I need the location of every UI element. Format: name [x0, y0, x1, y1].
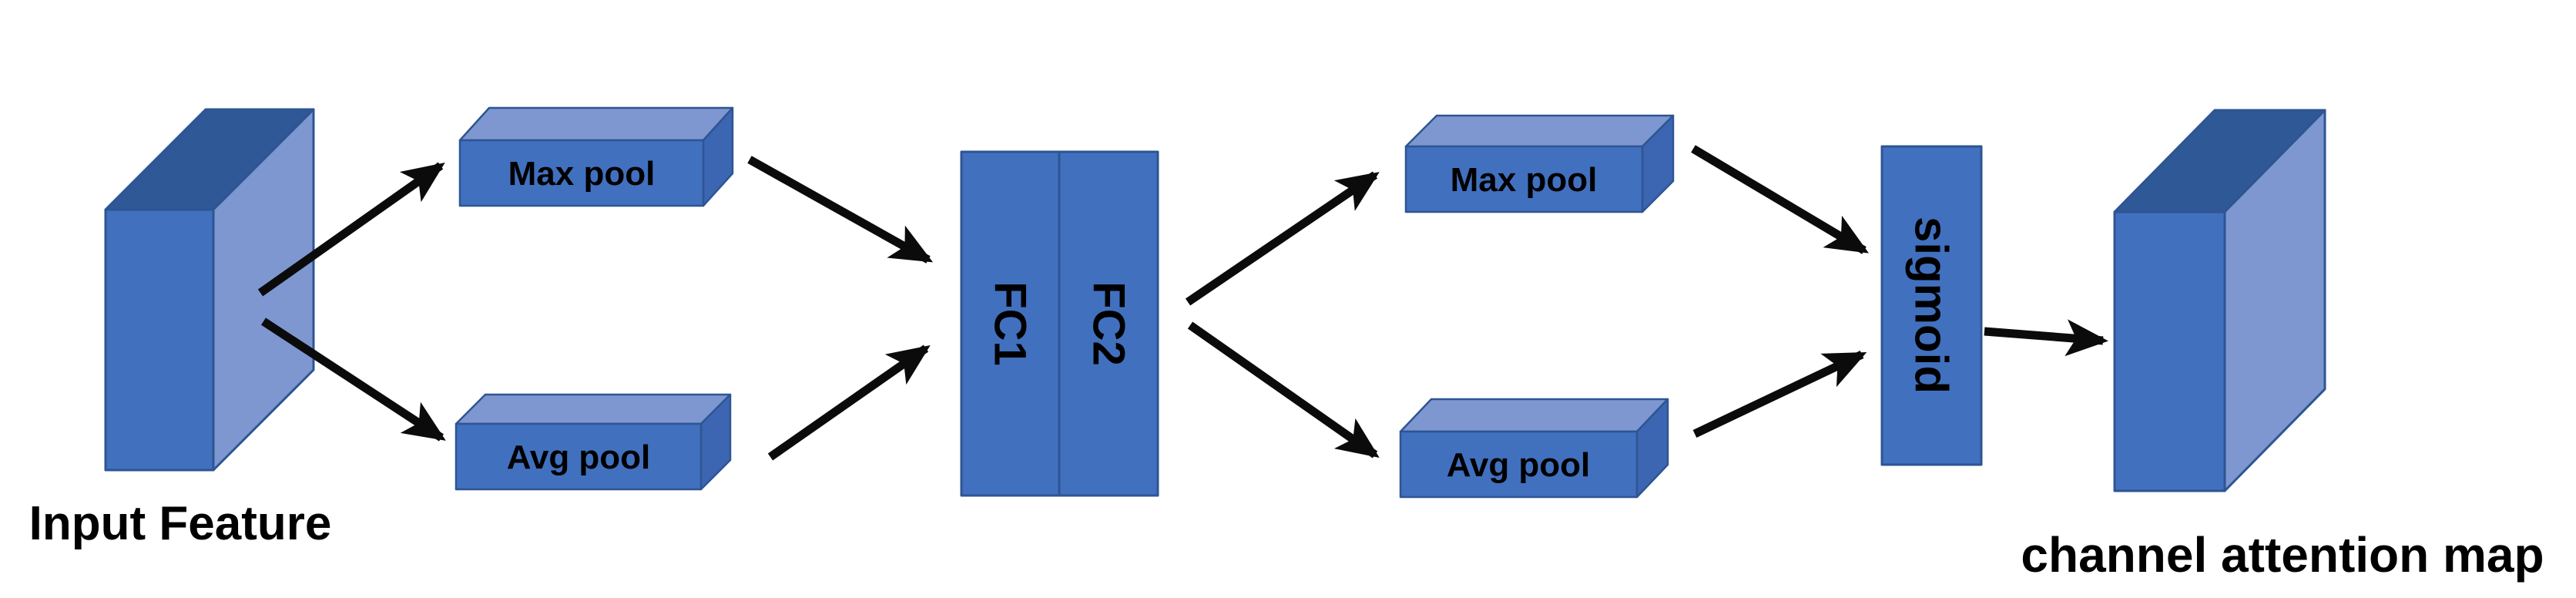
max-pool-right-label: Max pool [1451, 161, 1598, 199]
arrow-avg-pool-right-to-sigmoid [1692, 351, 1867, 438]
max-pool-right-top-face [1404, 114, 1675, 148]
max-pool-right-front-face [1404, 145, 1644, 213]
max-pool-left-label: Max pool [508, 155, 656, 193]
sigmoid-box: sigmoid [1880, 145, 1983, 466]
max-pool-left-front-face [458, 139, 705, 207]
avg-pool-right-box: Avg pool [1399, 398, 1669, 499]
arrows [257, 145, 2108, 461]
arrow-sigmoid-to-output [1984, 319, 2108, 357]
avg-pool-left-front-face [454, 422, 703, 491]
avg-pool-left-top-face [454, 393, 732, 425]
fc-block: FC1 FC2 [960, 150, 1159, 497]
sigmoid-rect [1880, 145, 1983, 466]
input-feature-box-front-face [104, 208, 215, 472]
arrow-fc-to-max-pool-right [1185, 171, 1380, 306]
arrow-avg-pool-left-to-fc [767, 344, 931, 461]
fc1-box [960, 150, 1061, 497]
avg-pool-right-top-face [1399, 398, 1669, 433]
arrow-input-to-max-pool-left [257, 162, 445, 297]
arrow-max-pool-left-to-fc [747, 156, 934, 264]
input-feature-box [104, 108, 315, 472]
sigmoid-label: sigmoid [1906, 217, 1957, 394]
channel-attention-map-label: channel attention map [2021, 527, 2544, 583]
arrow-fc-to-avg-pool-right [1187, 321, 1380, 459]
arrow-max-pool-right-to-sigmoid [1691, 145, 1870, 254]
avg-pool-left-label: Avg pool [507, 438, 651, 476]
input-feature-label: Input Feature [29, 497, 332, 550]
fc2-label: FC2 [1084, 281, 1134, 366]
fc2-box [1058, 150, 1159, 497]
avg-pool-right-front-face [1399, 430, 1639, 499]
arrow-input-to-avg-pool-left [260, 317, 446, 442]
max-pool-right-box: Max pool [1404, 114, 1675, 213]
max-pool-left-top-face [458, 106, 734, 142]
max-pool-left-box: Max pool [458, 106, 734, 207]
channel-attention-map-box [2113, 109, 2326, 492]
fc1-label: FC1 [985, 281, 1035, 366]
avg-pool-left-box: Avg pool [454, 393, 732, 491]
avg-pool-right-label: Avg pool [1447, 446, 1591, 484]
channel-attention-map-front-face [2113, 210, 2226, 492]
